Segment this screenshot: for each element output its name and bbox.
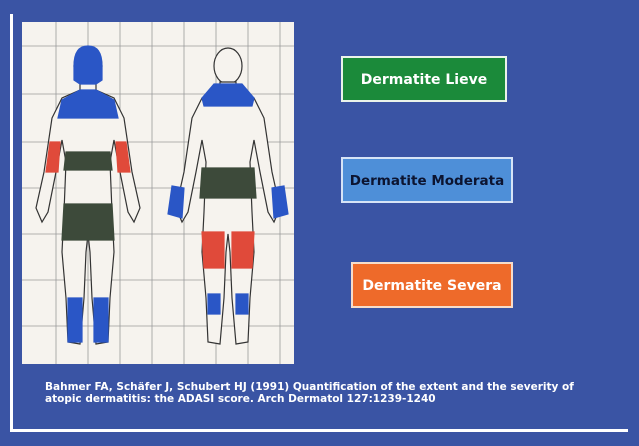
severe-dermatitis-label: Dermatite Severa [351,262,513,308]
mild-dermatitis-label: Dermatite Lieve [341,56,507,102]
moderate-dermatitis-label: Dermatite Moderata [341,157,513,203]
citation-line-2: atopic dermatitis: the ADASI score. Arch… [45,393,605,405]
body-diagram [22,22,294,364]
citation-line-1: Bahmer FA, Schäfer J, Schubert HJ (1991)… [45,381,605,393]
citation: Bahmer FA, Schäfer J, Schubert HJ (1991)… [45,381,605,405]
body-diagram-panel [22,22,294,364]
back-body [168,48,288,344]
